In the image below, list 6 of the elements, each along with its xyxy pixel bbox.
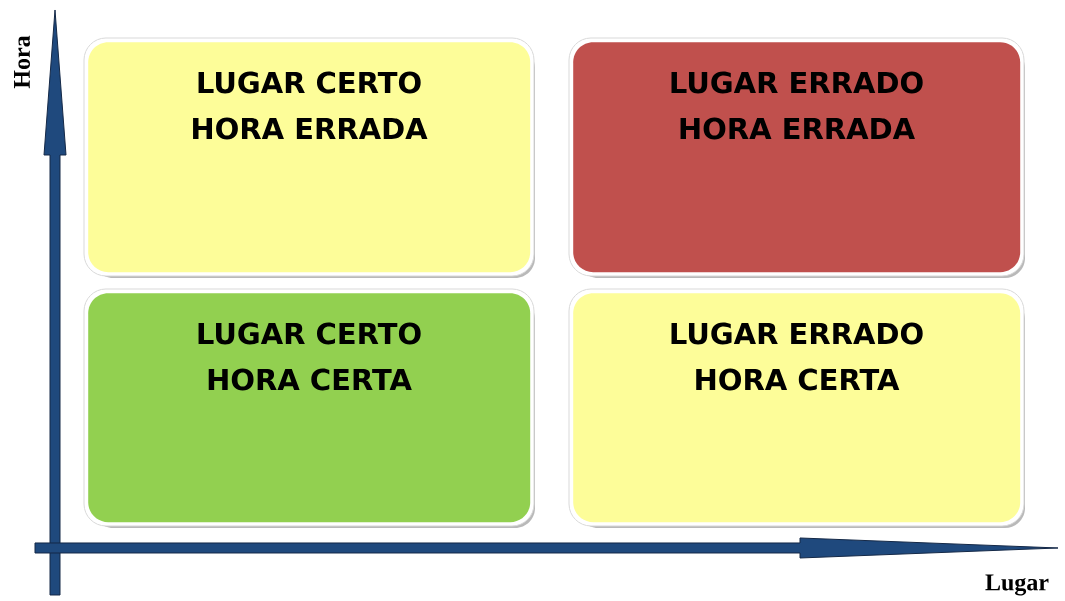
quadrant-box: LUGAR ERRADO HORA ERRADA [568,37,1025,278]
axis-label: Lugar [985,574,1049,596]
axis-label: Hora [14,35,30,89]
quadrant-box: LUGAR ERRADO HORA CERTA [568,288,1025,528]
quadrant-box: LUGAR CERTO HORA ERRADA [83,37,535,278]
quadrant-box: LUGAR CERTO HORA CERTA [83,288,535,528]
